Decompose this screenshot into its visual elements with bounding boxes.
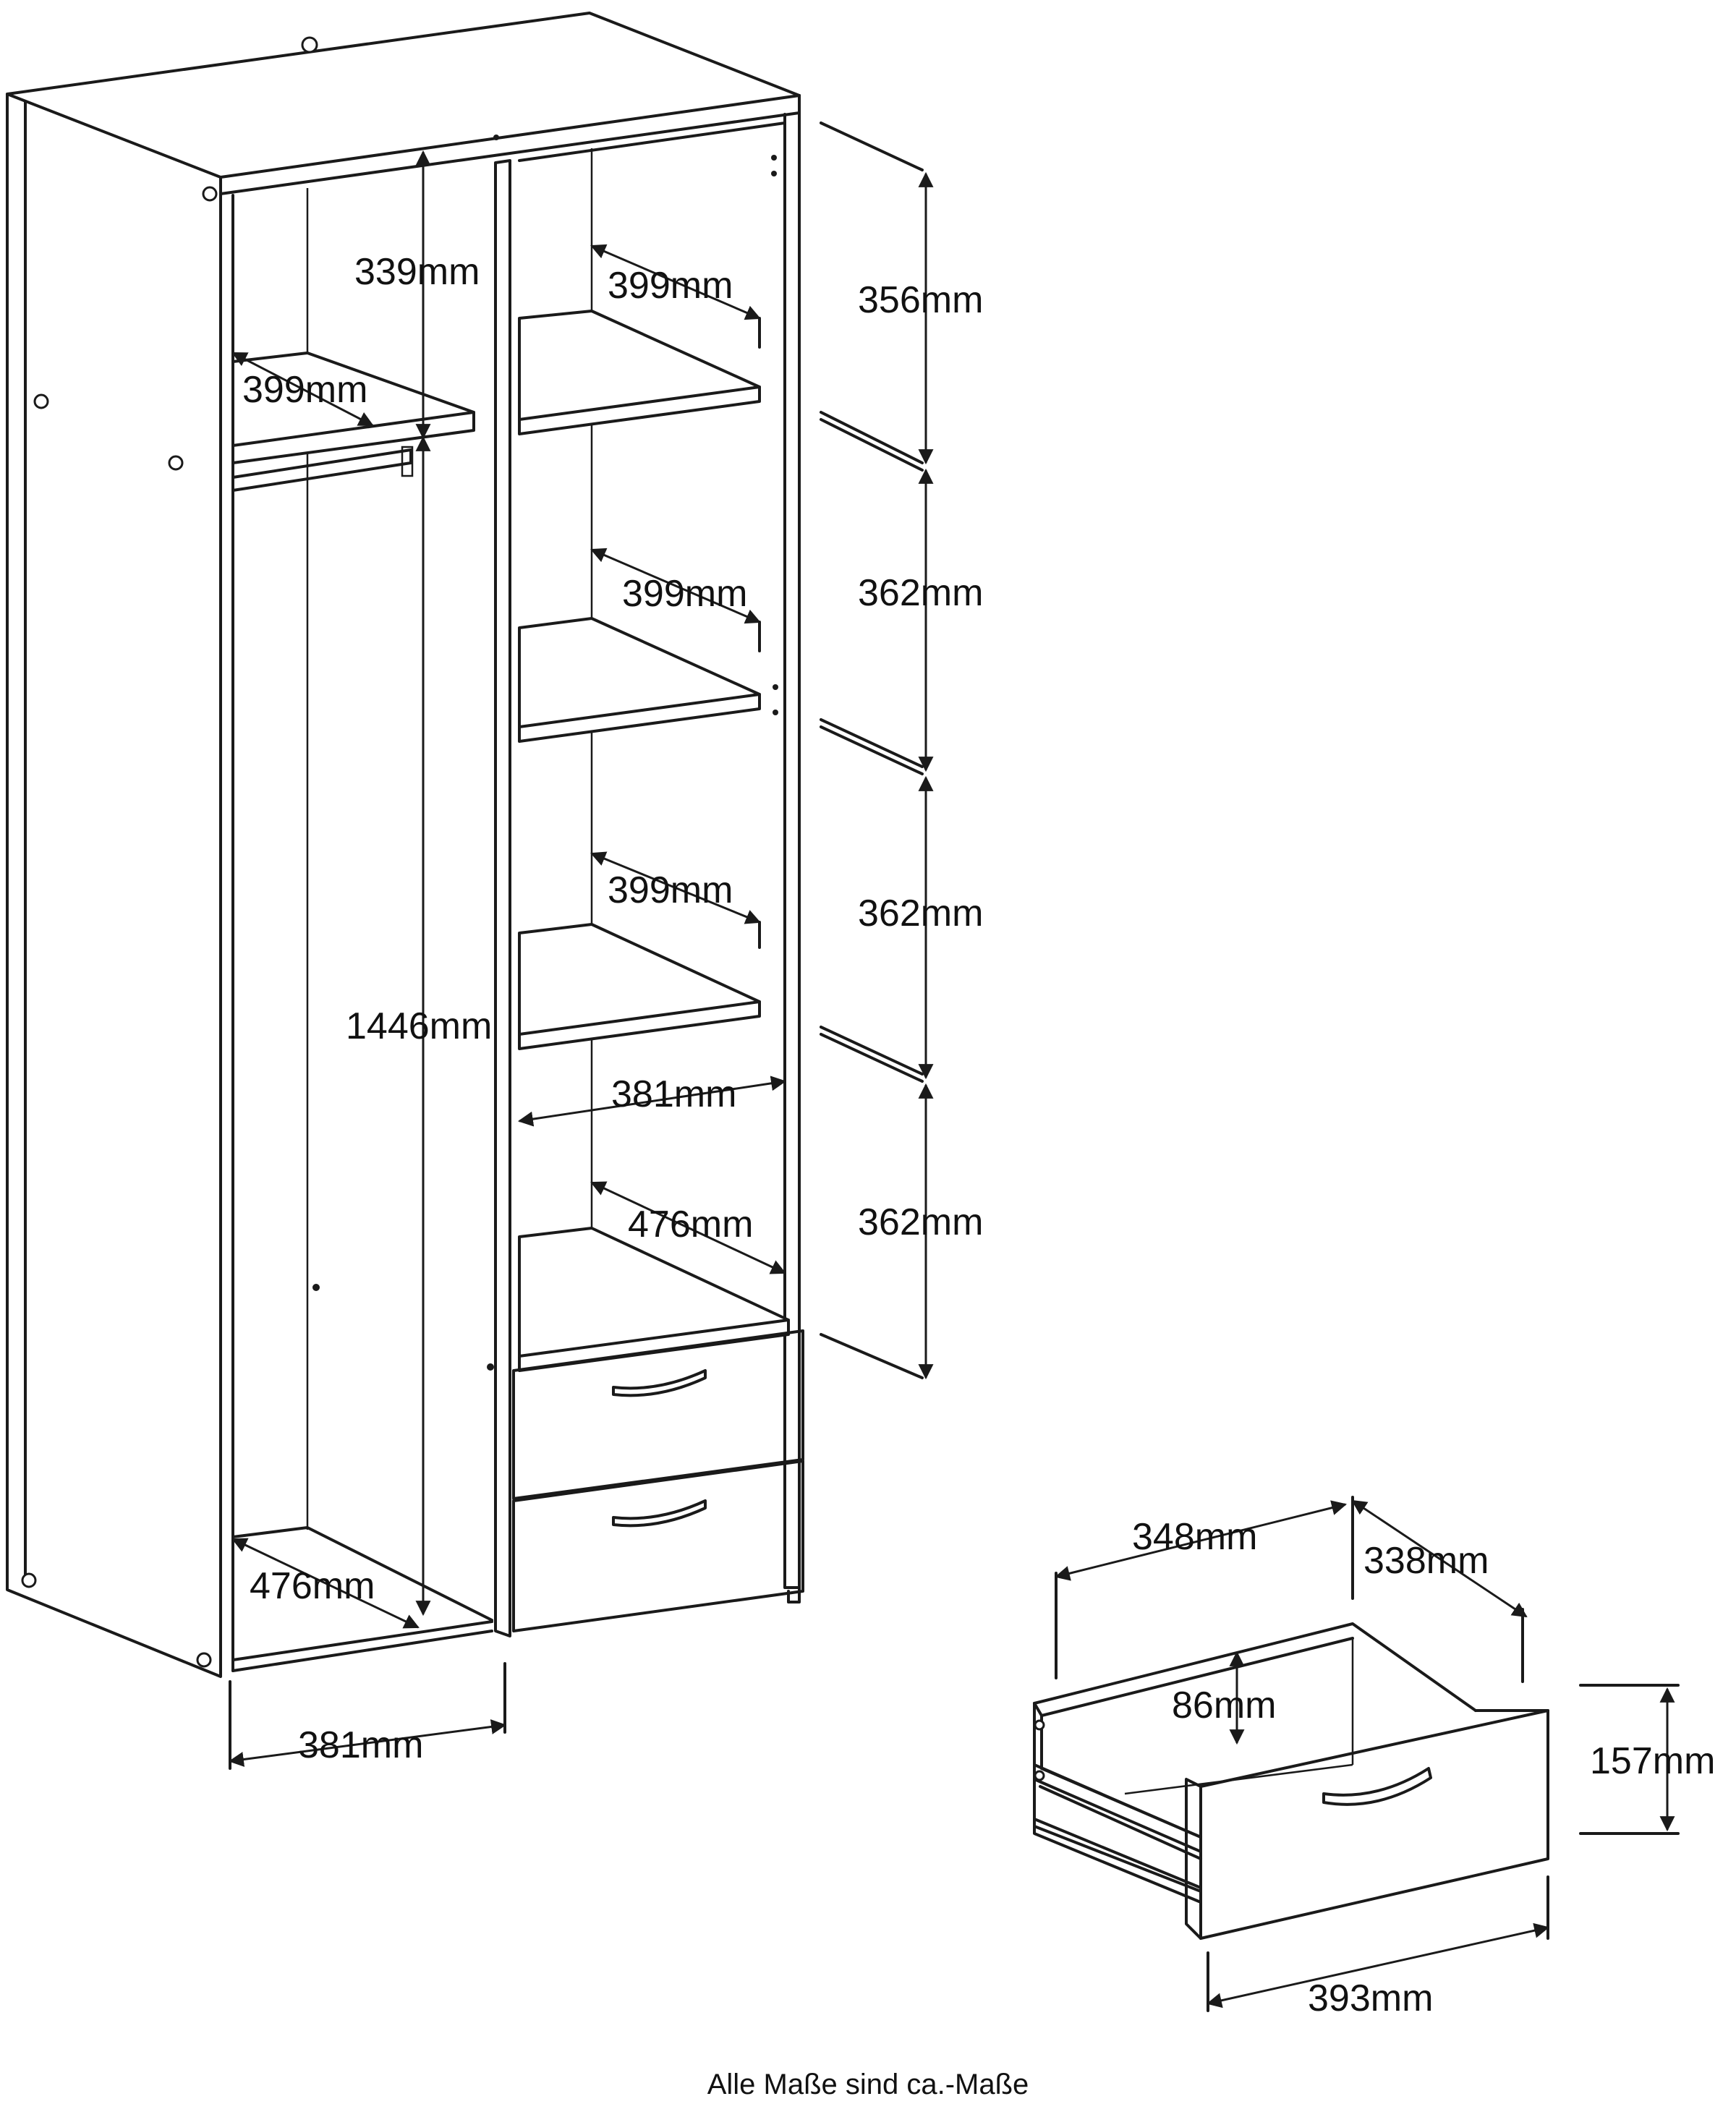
dimension-labels: 339mm 399mm 1446mm 476mm 381mm 399mm 399…	[242, 251, 1715, 2100]
label-drawer-inner-height: 86mm	[1172, 1685, 1276, 1726]
label-left-bottom-depth: 476mm	[250, 1565, 375, 1607]
drawer-drawing	[1033, 1622, 1549, 1940]
label-left-shelf-depth: 399mm	[242, 369, 367, 411]
drawer-back-top	[1033, 1622, 1477, 1712]
label-drawer-depth: 338mm	[1363, 1540, 1489, 1582]
label-compartment-height-4: 362mm	[858, 1201, 983, 1243]
middle-divider	[494, 159, 511, 1637]
drawer-runner	[1033, 1763, 1202, 1853]
lower-drawer[interactable]	[512, 1460, 804, 1632]
drawer-handle-icon	[612, 1369, 707, 1397]
label-right-shelf-3-depth: 399mm	[608, 869, 733, 911]
right-shelf-1	[518, 310, 761, 435]
label-drawer-width-back: 348mm	[1132, 1516, 1257, 1558]
drawer-side	[1033, 1702, 1202, 1893]
label-right-shelf-2-depth: 399mm	[622, 573, 747, 615]
label-compartment-height-3: 362mm	[858, 893, 983, 934]
label-top-compartment-height: 339mm	[354, 251, 480, 293]
label-left-inner-width: 381mm	[298, 1724, 423, 1766]
drawer-handle-icon	[612, 1499, 707, 1528]
label-hanging-height: 1446mm	[346, 1005, 492, 1047]
label-right-bottom-depth: 476mm	[628, 1204, 753, 1245]
label-right-inner-width: 381mm	[611, 1073, 736, 1115]
label-drawer-front-height: 157mm	[1590, 1740, 1715, 1782]
footnote-caption: Alle Maße sind ca.-Maße	[707, 2069, 1029, 2100]
cam-lock-icon	[301, 36, 318, 54]
drawer-dimension-lines	[1054, 1496, 1680, 2012]
label-compartment-height-2: 362mm	[858, 572, 983, 614]
right-bottom-shelf	[518, 1227, 790, 1372]
label-compartment-height-1: 356mm	[858, 279, 983, 321]
label-right-shelf-1-depth: 399mm	[608, 265, 733, 307]
left-side-panel	[6, 93, 222, 1678]
right-shelf-3	[518, 923, 761, 1050]
right-shelf-2	[518, 617, 761, 743]
drawer-handle-icon	[1322, 1767, 1432, 1806]
label-drawer-front-width: 393mm	[1308, 1977, 1433, 2019]
top-panel	[6, 12, 801, 179]
wardrobe-dimension-lines	[228, 122, 934, 1770]
hanging-rail	[231, 448, 412, 492]
drawer-front[interactable]	[1199, 1709, 1549, 1940]
right-side-panel	[783, 94, 801, 1589]
